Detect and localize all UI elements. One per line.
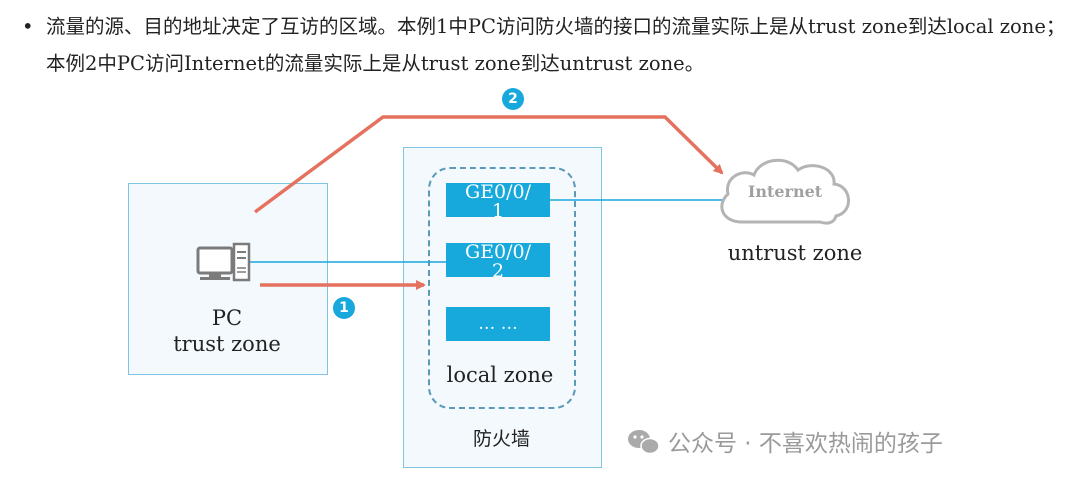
bullet: • (22, 15, 34, 38)
interface-ge0-0-1: GE0/0/ 1 (446, 183, 550, 217)
internet-label: Internet (747, 182, 823, 201)
wechat-logo-icon (628, 430, 660, 455)
pc-name: PC (211, 306, 243, 330)
pc-label: PC trust zone (128, 305, 326, 357)
watermark: 公众号 · 不喜欢热闹的孩子 (626, 424, 943, 458)
local-zone-label: local zone (446, 363, 554, 387)
interface-ge0-0-2: GE0/0/ 2 (446, 243, 550, 277)
untrust-zone-label: untrust zone (727, 241, 863, 265)
trust-zone-label: trust zone (173, 332, 281, 356)
watermark-text: 公众号 · 不喜欢热闹的孩子 (668, 431, 943, 457)
flow-2-badge: 2 (502, 88, 524, 110)
description-note: • 流量的源、目的地址决定了互访的区域。本例1中PC访问防火墙的接口的流量实际上… (22, 8, 1067, 82)
flow-2-arrow (253, 115, 724, 214)
note-text: 流量的源、目的地址决定了互访的区域。本例1中PC访问防火墙的接口的流量实际上是从… (46, 15, 1066, 75)
local-zone-boundary (428, 167, 576, 409)
pc-icon (196, 242, 251, 282)
internet-cloud-icon (720, 158, 850, 225)
interface-more: … … (446, 307, 550, 341)
flow-1-badge: 1 (333, 297, 355, 319)
firewall-label: 防火墙 (472, 428, 530, 450)
